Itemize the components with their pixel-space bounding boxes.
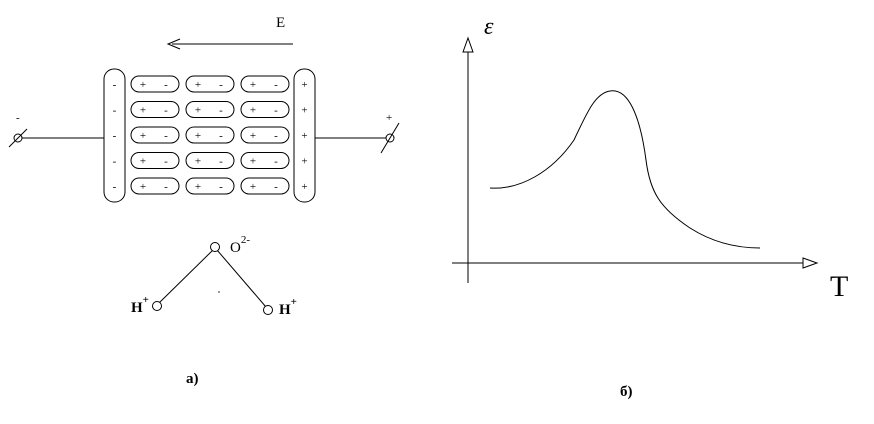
- dipole: +-: [130, 101, 180, 118]
- y-axis: [462, 36, 474, 283]
- dipole-negative-sign: -: [219, 105, 223, 117]
- diagram-b: ε T б): [452, 14, 848, 400]
- left-plate: [103, 68, 126, 203]
- dipole: +-: [130, 177, 180, 195]
- field-label: E: [276, 15, 285, 31]
- dipole: +-: [240, 152, 290, 169]
- right-plate-sign: +: [301, 79, 307, 91]
- dipole-positive-sign: +: [250, 156, 256, 168]
- dipole: +-: [240, 75, 290, 93]
- dipole: +-: [185, 177, 235, 195]
- left-plate-sign: -: [113, 105, 117, 117]
- dipole: +-: [185, 101, 235, 118]
- dipole: +-: [130, 75, 180, 93]
- dipole-positive-sign: +: [195, 79, 201, 91]
- dipole-positive-sign: +: [250, 181, 256, 193]
- dipole-negative-sign: -: [219, 130, 223, 142]
- field-arrow: [166, 38, 293, 50]
- dipole: +-: [240, 177, 290, 195]
- dipole-positive-sign: +: [140, 105, 146, 117]
- dipole-negative-sign: -: [219, 156, 223, 168]
- dipole-negative-sign: -: [219, 79, 223, 91]
- dipole-negative-sign: -: [219, 181, 223, 193]
- dipole-positive-sign: +: [140, 130, 146, 142]
- dipole: +-: [130, 152, 180, 169]
- oxygen-label: O2-: [230, 234, 250, 256]
- dipole-negative-sign: -: [164, 181, 168, 193]
- dipole-negative-sign: -: [164, 156, 168, 168]
- caption-a: а): [186, 371, 199, 387]
- dipole-positive-sign: +: [195, 130, 201, 142]
- dipole: +-: [185, 152, 235, 169]
- right-plate: [293, 68, 316, 203]
- left-plate-sign: -: [113, 130, 117, 142]
- dipole-positive-sign: +: [140, 79, 146, 91]
- x-axis-label: T: [830, 270, 848, 303]
- permittivity-curve: [489, 90, 761, 249]
- dipole-positive-sign: +: [195, 156, 201, 168]
- dipole-negative-sign: -: [274, 156, 278, 168]
- dipole-positive-sign: +: [140, 156, 146, 168]
- left-plate-sign: -: [113, 181, 117, 193]
- water-molecule: [152, 242, 273, 315]
- left-terminal-sign: -: [16, 112, 20, 124]
- dipole-negative-sign: -: [274, 181, 278, 193]
- dipole-positive-sign: +: [140, 181, 146, 193]
- oxygen-atom: [210, 242, 220, 252]
- right-plate-sign: +: [301, 156, 307, 168]
- dipole-positive-sign: +: [250, 79, 256, 91]
- dipole-negative-sign: -: [274, 79, 278, 91]
- y-axis-label: ε: [484, 14, 494, 40]
- dipole-negative-sign: -: [164, 130, 168, 142]
- right-terminal: [315, 122, 400, 154]
- x-axis: [452, 257, 819, 269]
- dipole-grid: +-+-+-+-+-+-+-+-+-+-+-+-+-+-+-: [130, 75, 290, 195]
- right-plate-sign: +: [301, 130, 307, 142]
- left-plate-signs: - - - - -: [113, 79, 117, 193]
- dipole: +-: [185, 126, 235, 144]
- dipole: +-: [185, 75, 235, 93]
- dipole: +-: [240, 126, 290, 144]
- hydrogen-atom-right: [263, 305, 273, 315]
- dipole-negative-sign: -: [164, 105, 168, 117]
- dipole: +-: [130, 126, 180, 144]
- hydrogen-right-label: H+: [279, 296, 297, 318]
- right-plate-sign: +: [301, 105, 307, 117]
- dipole: +-: [240, 101, 290, 118]
- left-terminal: [8, 128, 104, 148]
- dipole-negative-sign: -: [274, 130, 278, 142]
- right-plate-signs: + + + + +: [301, 79, 307, 193]
- dipole-positive-sign: +: [250, 130, 256, 142]
- dipole-negative-sign: -: [164, 79, 168, 91]
- right-terminal-sign: +: [386, 112, 392, 124]
- dipole-positive-sign: +: [195, 105, 201, 117]
- left-plate-sign: -: [113, 156, 117, 168]
- diagram-a: E - + ----- +++++ +-+-+-+-+-+-+-+-+-+-+-…: [8, 15, 400, 387]
- dipole-positive-sign: +: [250, 105, 256, 117]
- hydrogen-left-label: H+: [131, 294, 149, 316]
- hydrogen-atom-left: [152, 301, 162, 311]
- caption-b: б): [620, 384, 633, 400]
- left-plate-sign: -: [113, 79, 117, 91]
- right-plate-sign: +: [301, 181, 307, 193]
- dipole-positive-sign: +: [195, 181, 201, 193]
- dipole-negative-sign: -: [274, 105, 278, 117]
